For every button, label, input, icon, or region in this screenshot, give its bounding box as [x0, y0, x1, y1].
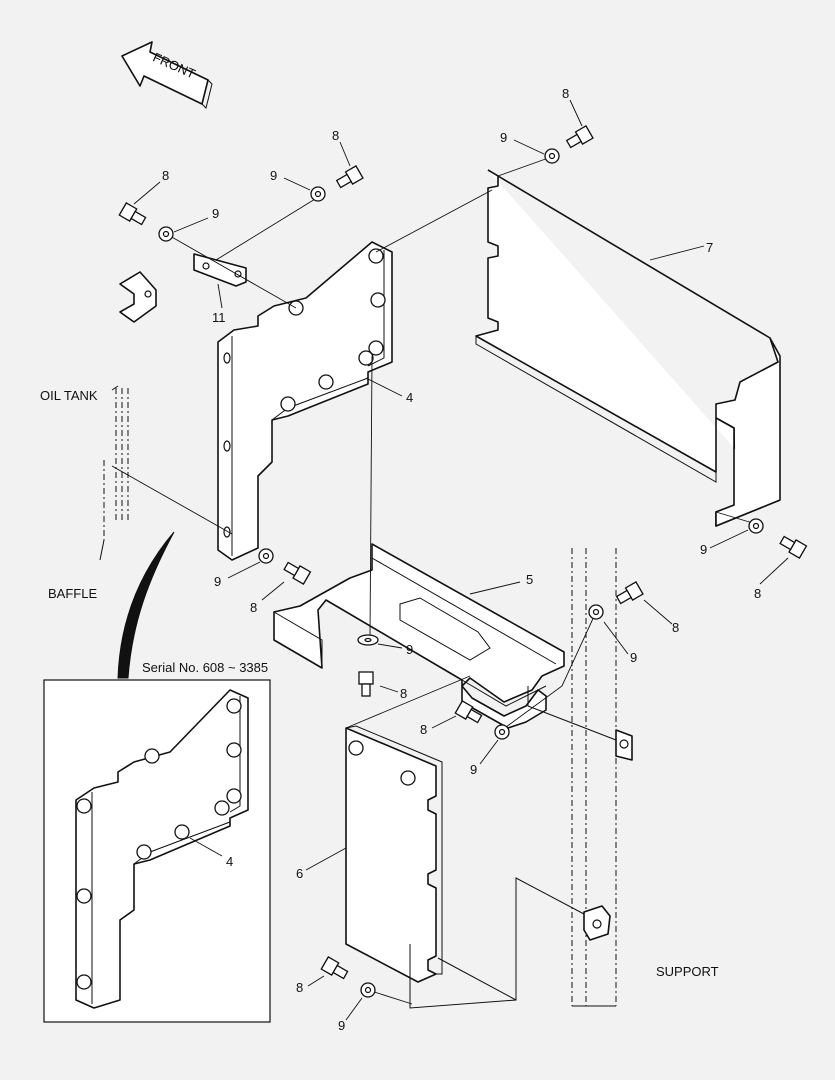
callout-9: 9	[214, 574, 221, 589]
oil-tank-label: OIL TANK	[40, 388, 98, 403]
callout-9: 9	[500, 130, 507, 145]
callout-9: 9	[630, 650, 637, 665]
callout-8: 8	[420, 722, 427, 737]
callout-8: 8	[400, 686, 407, 701]
baffle-label: BAFFLE	[48, 586, 97, 601]
callout-8: 8	[332, 128, 339, 143]
callout-9: 9	[270, 168, 277, 183]
callout-7: 7	[706, 240, 713, 255]
callout-9: 9	[338, 1018, 345, 1033]
callout-9: 9	[212, 206, 219, 221]
front-arrow: FRONT	[121, 41, 213, 109]
callout-9: 9	[406, 642, 413, 657]
leader-lines	[111, 155, 757, 1005]
panel-part-7	[475, 169, 781, 527]
bolts	[118, 125, 808, 980]
clip-part-11	[119, 253, 247, 323]
callout-8: 8	[162, 168, 169, 183]
oil-tank-outline	[99, 385, 129, 561]
callout-6: 6	[296, 866, 303, 881]
callout-numbers: 8 8 8 9 9 9 7 11 4 9 8 5 9 8 8 9 9 8 8 9…	[162, 86, 761, 1033]
serial-note: Serial No. 608 ~ 3385	[142, 660, 268, 675]
washers	[158, 148, 764, 998]
inset-pointer	[117, 531, 175, 679]
callout-11: 11	[212, 310, 226, 325]
callout-5: 5	[526, 572, 533, 587]
serial-inset: Serial No. 608 ~ 3385 4	[43, 660, 271, 1023]
callout-leaders	[133, 99, 789, 1021]
tray-part-5	[273, 543, 565, 729]
callout-8: 8	[296, 980, 303, 995]
support-outline	[409, 548, 633, 1009]
callout-8: 8	[250, 600, 257, 615]
bracket-part-4	[217, 241, 393, 561]
callout-4: 4	[406, 390, 413, 405]
callout-8: 8	[672, 620, 679, 635]
callout-8: 8	[754, 586, 761, 601]
callout-8: 8	[562, 86, 569, 101]
callout-9: 9	[470, 762, 477, 777]
callout-9: 9	[700, 542, 707, 557]
inset-callout-4: 4	[226, 854, 233, 869]
support-label: SUPPORT	[656, 964, 719, 979]
plate-part-6	[345, 725, 443, 983]
